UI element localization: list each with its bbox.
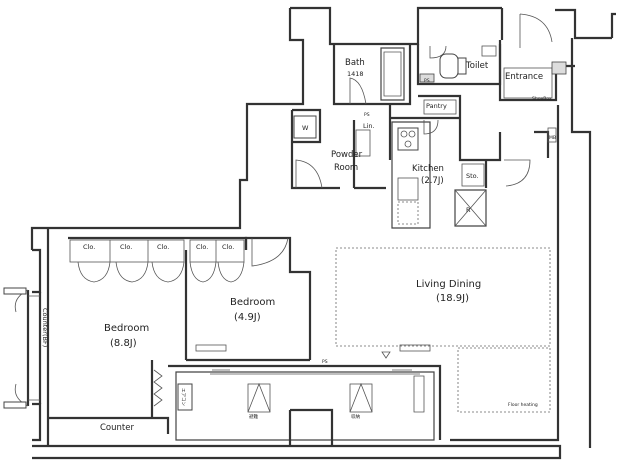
entrance-label: Entrance (505, 72, 543, 82)
bedroom-mid-label: Bedroom (230, 297, 275, 308)
counter-bottom-label: Counter (100, 423, 134, 433)
closet-label-1: Clo. (83, 243, 95, 251)
balcony-unit-right-label: 収納 (351, 413, 360, 420)
powder-room-label-1: Powder (331, 150, 363, 160)
ps-label-3: PS (322, 359, 328, 365)
interior-walls (48, 40, 575, 446)
sto-label: Sto. (466, 172, 479, 180)
outer-walls (26, 6, 616, 460)
bedroom-left-label: Bedroom (104, 323, 149, 334)
kitchen-size: (2.7J) (421, 176, 444, 186)
pantry-label: Pantry (426, 102, 447, 110)
doors (3, 13, 553, 413)
closet-label-4: Clo. (196, 243, 208, 251)
shoebox-label: ShoeBox (532, 96, 552, 102)
powder-room-label-2: Room (334, 163, 358, 173)
living-dining-size: (18.9J) (436, 293, 469, 304)
toilet-label: Toilet (465, 61, 489, 71)
bath-size: 1418 (347, 70, 364, 78)
mb-label: MB (549, 135, 556, 141)
living-dining-label: Living Dining (416, 279, 481, 290)
closet-label-5: Clo. (222, 243, 234, 251)
balcony-unit-left-label: 避難 (249, 413, 258, 420)
ps-label-1: PS (424, 78, 430, 84)
bath-label: Bath (345, 58, 365, 68)
washer-label: W (302, 124, 309, 132)
counter-side-label: Counter(BF) (41, 308, 49, 347)
linen-label: Lin. (363, 122, 375, 130)
closet-label-2: Clo. (120, 243, 132, 251)
refrigerator-label: R (466, 206, 471, 214)
room-labels: Bath 1418 Toilet Entrance ShoeBox Pantry… (41, 58, 556, 433)
fixtures (177, 45, 567, 413)
closet-label-3: Clo. (157, 243, 169, 251)
ps-label-2: PS (364, 112, 370, 118)
bedroom-mid-size: (4.9J) (234, 312, 261, 323)
floor-heating-label: Floor heating (508, 402, 538, 408)
kitchen-label: Kitchen (412, 164, 444, 174)
side-unit-label: エアコン (180, 388, 186, 406)
bedroom-left-size: (8.8J) (110, 338, 137, 349)
closets: Clo. Clo. Clo. Clo. Clo. (69, 239, 245, 283)
